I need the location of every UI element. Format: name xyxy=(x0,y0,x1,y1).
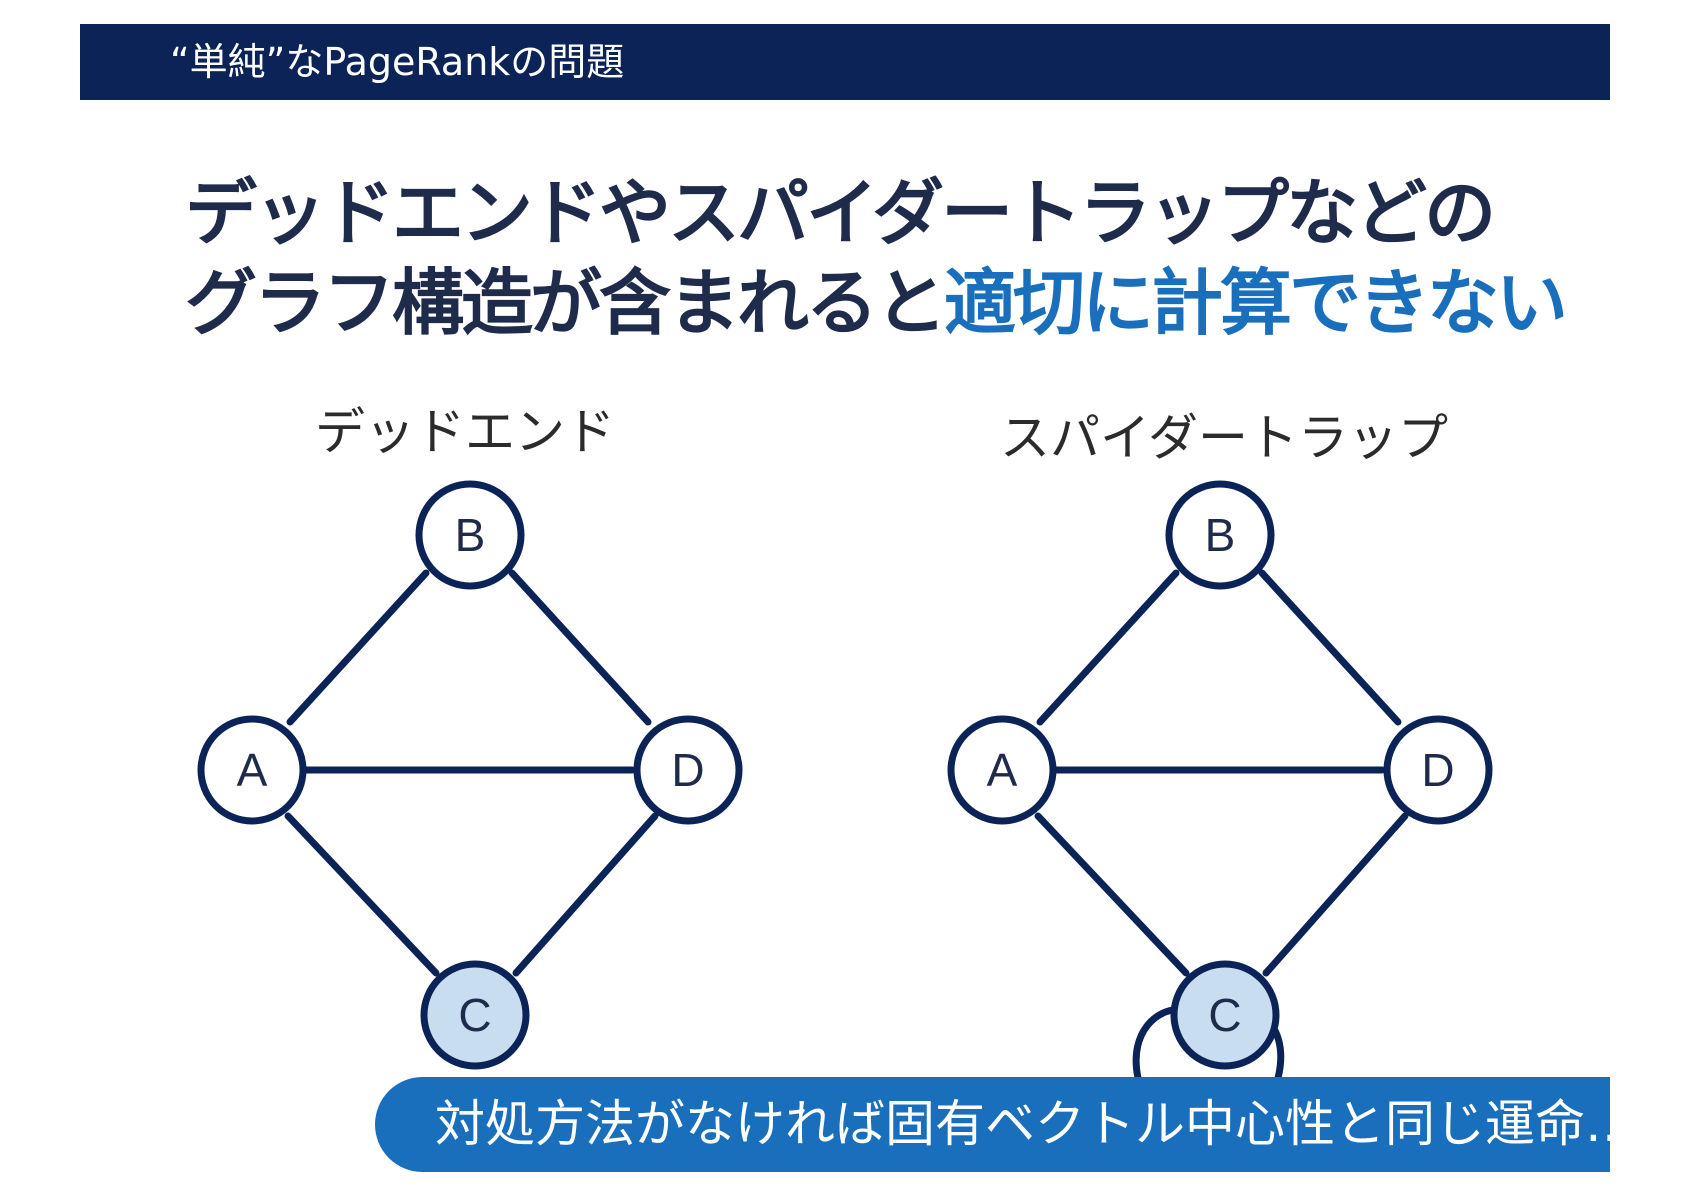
svg-text:A: A xyxy=(237,744,268,796)
edge-a-b xyxy=(1036,569,1180,726)
node-b: B xyxy=(415,480,525,590)
svg-text:D: D xyxy=(671,744,704,796)
node-b: B xyxy=(1165,480,1275,590)
edge-a-c xyxy=(1034,812,1190,977)
page-title: “単純”なPageRankの問題 xyxy=(170,40,625,84)
callout-banner xyxy=(375,1077,1610,1172)
edge-b-d xyxy=(508,569,652,726)
svg-text:B: B xyxy=(1205,509,1236,561)
svg-text:C: C xyxy=(1208,989,1241,1041)
edge-d-c xyxy=(512,812,659,977)
spider-trap-diagram: B A D C xyxy=(947,480,1493,1082)
edge-a-c xyxy=(284,812,440,977)
edge-a-b xyxy=(286,569,430,726)
svg-text:A: A xyxy=(987,744,1018,796)
header-bar xyxy=(80,24,1610,100)
spider-trap-label: スパイダートラップ xyxy=(1000,409,1448,467)
headline-highlight: 適切に計算できない xyxy=(944,261,1568,345)
headline-line-2-dark: グラフ構造が含まれると xyxy=(185,261,947,345)
edge-d-c xyxy=(1262,812,1409,977)
svg-text:C: C xyxy=(458,989,491,1041)
node-d: D xyxy=(1383,715,1493,825)
dead-end-diagram: B A D C xyxy=(197,480,743,1070)
svg-text:D: D xyxy=(1421,744,1454,796)
node-a: A xyxy=(947,715,1057,825)
headline-line-1: デッドエンドやスパイダートラップなどの xyxy=(185,171,1496,255)
svg-text:B: B xyxy=(455,509,486,561)
edge-b-d xyxy=(1258,569,1402,726)
node-d: D xyxy=(633,715,743,825)
dead-end-label: デッドエンド xyxy=(315,403,615,461)
headline-line-2: グラフ構造が含まれると適切に計算できない xyxy=(185,258,1645,348)
headline: デッドエンドやスパイダートラップなどの グラフ構造が含まれると適切に計算できない xyxy=(185,168,1645,348)
node-a: A xyxy=(197,715,307,825)
node-c: C xyxy=(420,960,530,1070)
callout-text: 対処方法がなければ固有ベクトル中心性と同じ運命… xyxy=(435,1095,1635,1153)
node-c: C xyxy=(1170,960,1280,1070)
